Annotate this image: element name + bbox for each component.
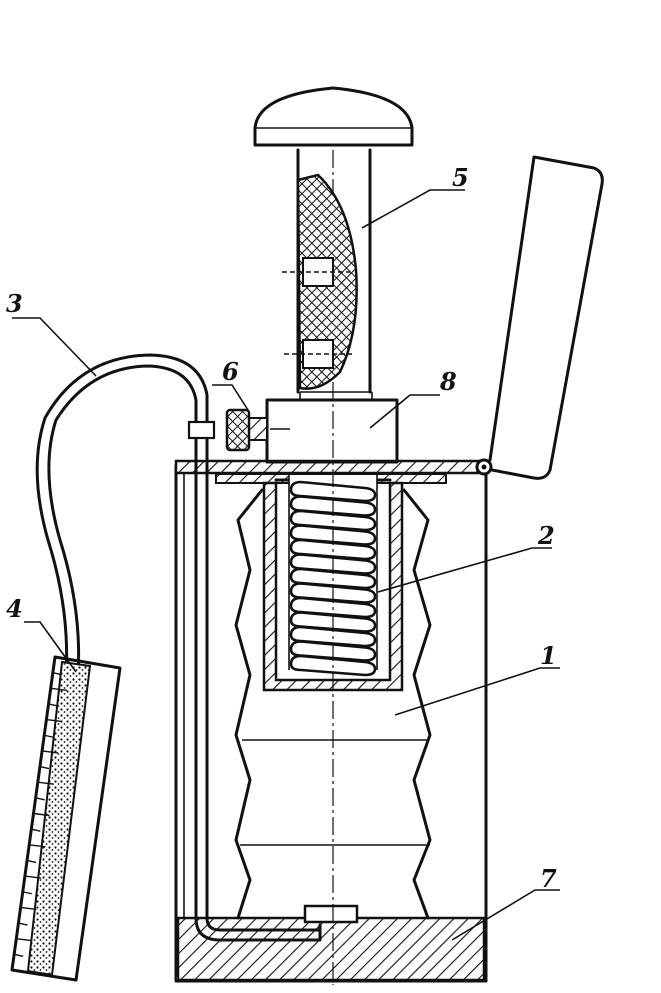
label-6: 6	[222, 357, 239, 386]
label-2: 2	[537, 521, 555, 550]
gauge-tick	[20, 906, 37, 911]
knob	[253, 86, 414, 147]
gauge-tick	[37, 781, 54, 785]
gauge-tick	[54, 656, 72, 660]
label-1: 1	[540, 641, 557, 670]
gauge-tick	[39, 765, 50, 770]
hinged-flap	[475, 155, 604, 480]
gauge-tick	[13, 953, 24, 958]
gauge-tick	[11, 969, 29, 973]
gauge-tick	[52, 671, 63, 676]
bottom-liquid-layer	[176, 904, 486, 982]
label-7: 7	[540, 864, 557, 893]
gauge-tick	[24, 875, 41, 879]
label-8: 8	[439, 367, 457, 396]
bellows	[234, 488, 432, 920]
gauge-tick	[50, 687, 67, 691]
label-3: 3	[6, 289, 23, 318]
label-4: 4	[6, 594, 23, 623]
guide-block	[265, 391, 399, 464]
gauge-tick	[35, 797, 45, 801]
gauge-tick	[16, 938, 33, 942]
part-labels: 3 4 6 5 8 2 1 7	[6, 163, 557, 893]
gauge-tick	[33, 812, 50, 817]
gauge-tick	[18, 922, 28, 926]
tube	[35, 353, 322, 942]
leader-lines	[12, 189, 560, 941]
gauge-tick	[48, 703, 58, 707]
screw-valve	[225, 408, 290, 452]
gauge-tick	[22, 891, 32, 895]
gauge-tick	[31, 828, 41, 832]
gauge-tick	[46, 718, 63, 723]
gauge-tick	[42, 750, 59, 754]
gauge-tube	[10, 655, 122, 982]
gauge-tick	[29, 844, 46, 848]
label-5: 5	[452, 163, 469, 192]
piston-rod	[282, 148, 372, 394]
gauge-tick	[44, 734, 54, 738]
gauge-tick	[26, 859, 37, 864]
